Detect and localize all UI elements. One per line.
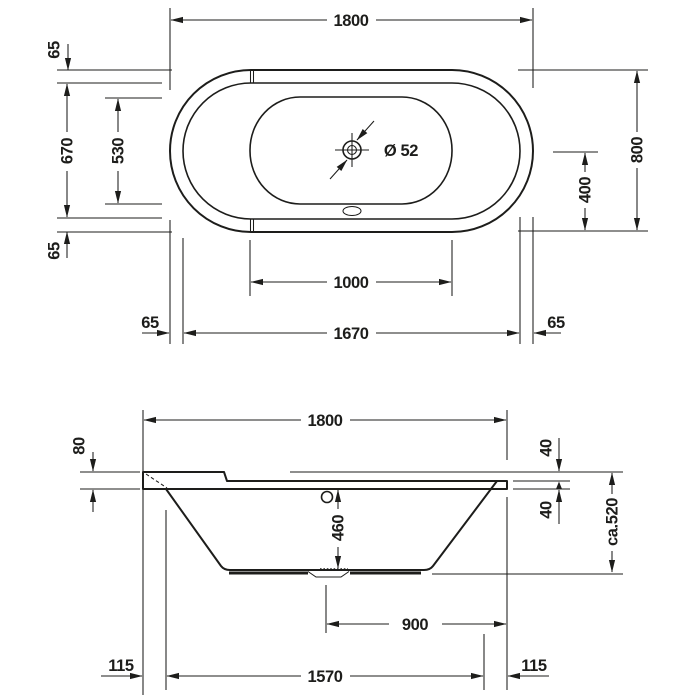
dim-base-inset-left-label: 115 xyxy=(108,657,134,675)
dim-drain-to-foot-label: 900 xyxy=(402,616,429,634)
drain-diameter-label: Ø 52 xyxy=(384,142,418,160)
dim-inner-width-label: 670 xyxy=(59,138,77,165)
drain-pointer-arrow xyxy=(356,120,375,141)
dim-rim-left-label: 65 xyxy=(141,314,159,332)
dim-rim-bottom-label: 65 xyxy=(46,242,64,260)
tub-outer-rim xyxy=(169,69,534,233)
extension-lines xyxy=(80,410,623,695)
dim-base-length-label: 1570 xyxy=(307,668,342,686)
dim-basin-width-label: 530 xyxy=(110,138,128,165)
dim-overall-width-label: 800 xyxy=(629,137,647,164)
overflow-hole xyxy=(342,205,362,217)
basin-outline xyxy=(249,96,453,205)
extension-lines xyxy=(57,8,648,344)
dim-inner-depth-label: 460 xyxy=(330,515,348,542)
overflow-hole-section xyxy=(320,490,334,504)
dim-base-inset-right-label: 115 xyxy=(521,657,547,675)
dim-overall-height-label: ca.520 xyxy=(604,498,622,546)
dim-drain-offset-label: 400 xyxy=(577,177,595,204)
section-view: 1800 80 40 40 ca.520 460 900 1570 115 11… xyxy=(71,410,623,695)
plan-view: Ø 52 1800 65 670 530 65 400 800 1000 xyxy=(46,8,648,344)
basin-section-profile xyxy=(165,480,498,571)
rim-profile xyxy=(142,471,508,490)
dim-rim-top-label: 65 xyxy=(46,41,64,59)
drain-recess xyxy=(307,571,350,578)
small-up-arrow xyxy=(556,481,562,489)
dim-rim-step-label: 40 xyxy=(538,439,556,457)
drain-symbol xyxy=(329,120,375,180)
dim-overall-length-label: 1800 xyxy=(333,12,368,30)
dim-rim-right-label: 65 xyxy=(547,314,565,332)
dim-section-length-label: 1800 xyxy=(307,412,342,430)
dim-rim-thickness-label: 40 xyxy=(538,501,556,519)
drain-crosshair xyxy=(335,133,369,167)
dim-basin-length-label: 1000 xyxy=(333,274,368,292)
dim-rim-height-label: 80 xyxy=(71,437,89,455)
tub-inner-rim xyxy=(182,82,521,220)
drain-pointer-arrow xyxy=(329,159,348,180)
dim-inner-length-label: 1670 xyxy=(333,325,368,343)
rim-joint-ticks xyxy=(249,70,255,232)
hidden-slope-edge xyxy=(145,473,168,489)
